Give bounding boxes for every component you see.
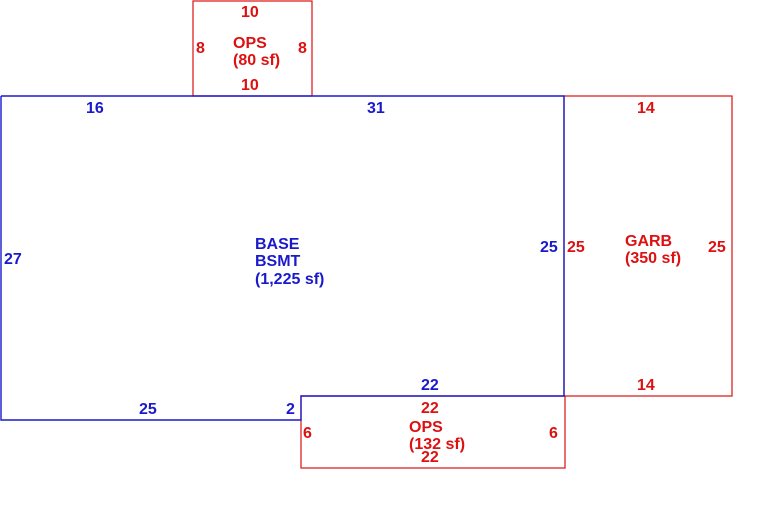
dim-ops-top-bottom: 10 bbox=[241, 77, 259, 94]
ops-top-label-1: OPS bbox=[233, 35, 267, 52]
dim-garb-right: 25 bbox=[708, 239, 726, 256]
garb-label-1: GARB bbox=[625, 233, 672, 250]
dim-base-step: 2 bbox=[286, 401, 295, 418]
dim-ops-top-left: 8 bbox=[196, 40, 205, 57]
ops-top-label-2: (80 sf) bbox=[233, 52, 280, 69]
dim-base-bottom-left: 25 bbox=[139, 401, 157, 418]
base-outline bbox=[0, 95, 565, 421]
dim-base-left: 27 bbox=[4, 251, 22, 268]
dim-ops-bottom-left: 6 bbox=[303, 425, 312, 442]
dim-ops-top-top: 10 bbox=[241, 4, 259, 21]
dim-base-top-left: 16 bbox=[86, 100, 104, 117]
base-label-2: BSMT bbox=[255, 253, 301, 270]
dim-ops-bottom-top: 22 bbox=[421, 400, 439, 417]
base-label-1: BASE bbox=[255, 236, 300, 253]
garb-label-2: (350 sf) bbox=[625, 250, 681, 267]
ops-bottom-label-2: (132 sf) bbox=[409, 436, 465, 453]
dim-garb-bottom: 14 bbox=[637, 377, 655, 394]
dim-base-right: 25 bbox=[540, 239, 558, 256]
ops-bottom-label-1: OPS bbox=[409, 419, 443, 436]
dim-garb-left: 25 bbox=[567, 239, 585, 256]
dim-garb-top: 14 bbox=[637, 100, 655, 117]
dim-base-top-right: 31 bbox=[367, 100, 385, 117]
base-label-3: (1,225 sf) bbox=[255, 271, 324, 288]
dim-ops-bottom-right: 6 bbox=[549, 425, 558, 442]
dim-ops-top-right: 8 bbox=[298, 40, 307, 57]
dim-base-bottom-inner: 22 bbox=[421, 377, 439, 394]
dim-ops-bottom-bottom: 22 bbox=[421, 449, 439, 466]
